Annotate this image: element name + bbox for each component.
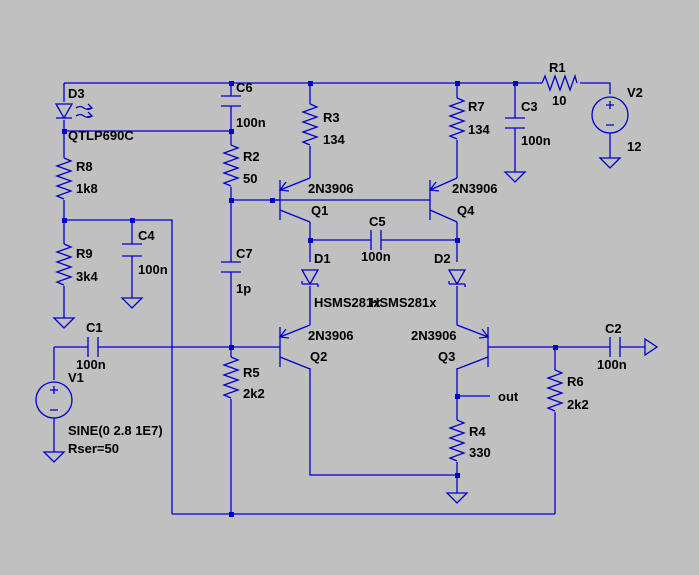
label-net-out: out: [498, 389, 519, 404]
label-r2-value: 50: [243, 171, 257, 186]
label-d2-ref: D2: [434, 251, 451, 266]
label-d1-value: HSMS281x: [314, 295, 381, 310]
diode-d2: [447, 269, 467, 287]
label-r6-value: 2k2: [567, 397, 589, 412]
resistor-r3: [301, 103, 319, 146]
label-r9-value: 3k4: [76, 269, 98, 284]
label-d2-value: HSMS281x: [370, 295, 437, 310]
label-r3-ref: R3: [323, 110, 340, 125]
resistor-r6: [546, 369, 564, 412]
label-c1-ref: C1: [86, 320, 103, 335]
label-v1-extra: Rser=50: [68, 441, 119, 456]
label-q2-value: 2N3906: [308, 328, 354, 343]
label-q4-ref: Q4: [457, 203, 475, 218]
label-q2-ref: Q2: [310, 349, 327, 364]
label-r4-ref: R4: [469, 424, 486, 439]
label-r4-value: 330: [469, 445, 491, 460]
label-r9-ref: R9: [76, 246, 93, 261]
label-c4-ref: C4: [138, 228, 155, 243]
label-c7-ref: C7: [236, 246, 253, 261]
label-v1-ref: V1: [68, 370, 84, 385]
label-r5-value: 2k2: [243, 386, 265, 401]
label-c3-value: 100n: [521, 133, 551, 148]
label-r1-value: 10: [552, 93, 566, 108]
label-c5-value: 100n: [361, 249, 391, 264]
label-v2-value: 12: [627, 139, 641, 154]
transistor-q1: [278, 177, 311, 223]
label-q1-ref: Q1: [311, 203, 328, 218]
label-r8-value: 1k8: [76, 181, 98, 196]
label-r8-ref: R8: [76, 159, 93, 174]
labels: D3 QTLP690C C6 100n R1 10 V2 12 R3 134 R…: [68, 60, 643, 460]
label-v1-value: SINE(0 2.8 1E7): [68, 423, 163, 438]
label-d3-value: QTLP690C: [68, 128, 134, 143]
label-v2-ref: V2: [627, 85, 643, 100]
transistor-q3: [456, 324, 490, 370]
label-c2-ref: C2: [605, 321, 622, 336]
transistor-q2: [278, 324, 311, 370]
diode-d1: [300, 269, 320, 287]
voltage-source-v1: [35, 381, 73, 419]
label-r7-value: 134: [468, 122, 490, 137]
label-c3-ref: C3: [521, 99, 538, 114]
label-r3-value: 134: [323, 132, 345, 147]
label-q3-value: 2N3906: [411, 328, 457, 343]
label-c1-value: 100n: [76, 357, 106, 372]
label-c4-value: 100n: [138, 262, 168, 277]
capacitor-c5: [370, 230, 382, 250]
resistor-r4: [448, 419, 466, 462]
ground-symbols: [42, 157, 622, 504]
capacitor-c3: [505, 117, 525, 129]
label-c2-value: 100n: [597, 357, 627, 372]
label-r1-ref: R1: [549, 60, 566, 75]
junction-dots: [62, 81, 558, 517]
resistor-r2: [222, 144, 240, 187]
capacitor-c4: [122, 243, 142, 257]
label-c6-value: 100n: [236, 115, 266, 130]
resistor-r8: [55, 157, 73, 200]
label-q4-value: 2N3906: [452, 181, 498, 196]
resistor-r9: [55, 243, 73, 286]
capacitor-c6: [221, 95, 241, 107]
label-q3-ref: Q3: [438, 349, 455, 364]
transistor-q4: [428, 177, 458, 223]
label-c6-ref: C6: [236, 80, 253, 95]
label-d3-ref: D3: [68, 86, 85, 101]
capacitor-c2: [609, 337, 621, 357]
capacitor-c1: [87, 337, 99, 357]
resistor-r5: [222, 356, 240, 399]
label-r5-ref: R5: [243, 365, 260, 380]
output-port: [644, 337, 659, 357]
label-r6-ref: R6: [567, 374, 584, 389]
label-q1-value: 2N3906: [308, 181, 354, 196]
label-r2-ref: R2: [243, 149, 260, 164]
label-r7-ref: R7: [468, 99, 485, 114]
resistor-r7: [448, 97, 466, 140]
label-c7-value: 1p: [236, 281, 251, 296]
resistor-r1: [541, 73, 578, 92]
wires: [53, 82, 645, 515]
label-d1-ref: D1: [314, 251, 331, 266]
capacitor-c7: [221, 261, 241, 273]
led-d3: [54, 103, 94, 120]
voltage-source-v2: [591, 96, 629, 158]
label-c5-ref: C5: [369, 214, 386, 229]
